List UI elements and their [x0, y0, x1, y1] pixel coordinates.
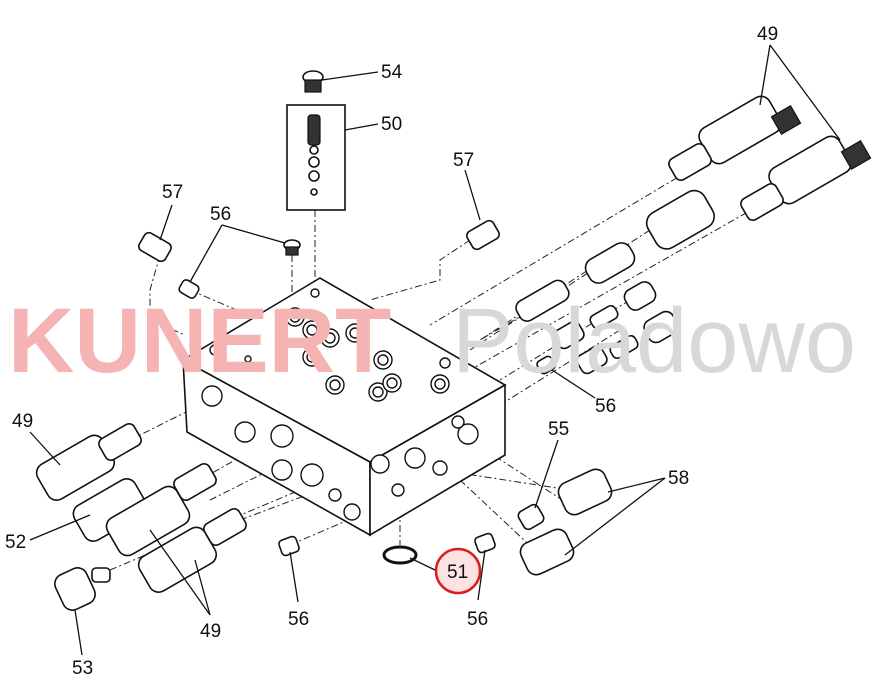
o-ring-51	[382, 545, 418, 565]
label-55[interactable]: 55	[548, 419, 569, 440]
label-58[interactable]: 58	[668, 468, 689, 489]
label-56-bottom-left[interactable]: 56	[288, 609, 309, 630]
label-56-bottom-right[interactable]: 56	[467, 609, 488, 630]
right-components	[515, 95, 872, 576]
plugs	[138, 219, 556, 565]
watermark-suffix: Poladowo	[452, 290, 856, 392]
plug-54	[302, 70, 324, 93]
callout-labels: 49 54 50 57 57 56 56 49 55 58 52 51 56 5…	[5, 24, 778, 679]
label-50[interactable]: 50	[381, 114, 402, 135]
label-54[interactable]: 54	[381, 62, 403, 83]
label-52[interactable]: 52	[5, 532, 26, 553]
watermark: KUNERT Poladowo	[8, 290, 856, 392]
watermark-brand: KUNERT	[8, 290, 391, 392]
valve-block	[181, 277, 507, 537]
label-57-left[interactable]: 57	[162, 182, 183, 203]
left-components	[35, 423, 247, 611]
leader-lines	[29, 44, 841, 656]
cartridge-50	[286, 104, 346, 211]
label-56-top[interactable]: 56	[210, 204, 231, 225]
label-51[interactable]: 51	[447, 562, 468, 583]
highlight-circle-51[interactable]	[434, 547, 482, 595]
label-56-right[interactable]: 56	[595, 396, 616, 417]
label-49-bottom[interactable]: 49	[200, 621, 221, 642]
label-49-top[interactable]: 49	[757, 24, 778, 45]
label-49-left[interactable]: 49	[12, 411, 33, 432]
label-57-right[interactable]: 57	[453, 150, 474, 171]
label-53[interactable]: 53	[72, 658, 93, 679]
